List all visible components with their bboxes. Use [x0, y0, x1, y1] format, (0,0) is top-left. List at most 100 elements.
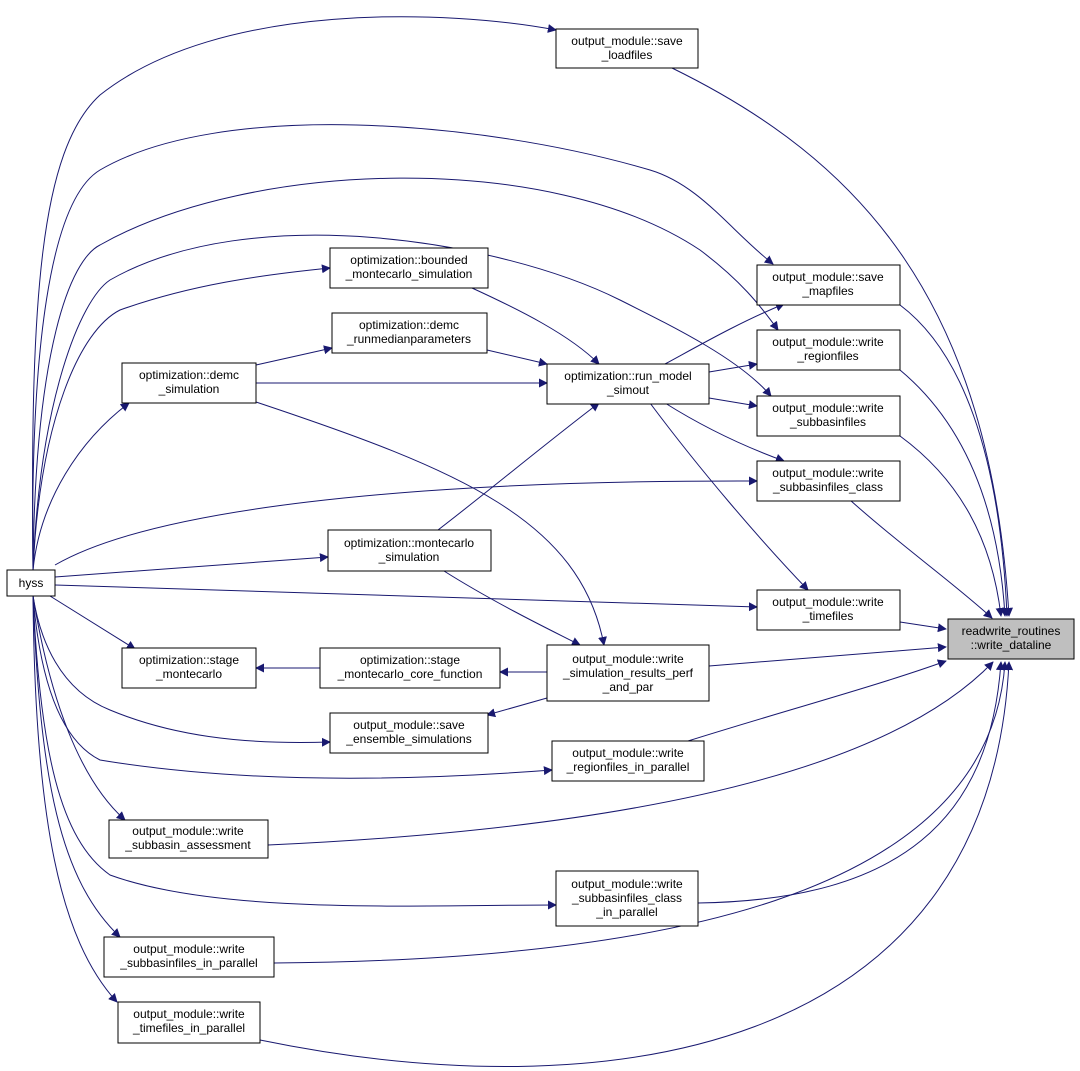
nodes: hyss output_module::save _loadfiles outp…: [6, 28, 1075, 1044]
node-bounded-montecarlo-simulation[interactable]: optimization::bounded _montecarlo_simula…: [329, 247, 489, 289]
edge-hyss-to-bounded-mc: [32, 264, 331, 571]
edge-hyss-to-write-subbasin-assessment: [32, 595, 126, 821]
node-hyss[interactable]: hyss: [6, 569, 56, 597]
node-stage-montecarlo-core-function[interactable]: optimization::stage _montecarlo_core_fun…: [319, 647, 501, 689]
edge-hyss-to-write-sim-results: [32, 595, 331, 747]
node-write-sim-results-label-3: _and_par: [602, 680, 654, 694]
node-write-subbasinfiles-class-par-label-3: _in_parallel: [595, 905, 657, 919]
node-write-subbasinfiles-class-in-parallel[interactable]: output_module::write _subbasinfiles_clas…: [555, 870, 699, 927]
node-write-dataline-label-2: ::write_dataline: [971, 638, 1052, 652]
edge-run-model-to-write-subbasinfiles-class: [664, 402, 785, 463]
node-write-subbasinfiles-in-parallel[interactable]: output_module::write _subbasinfiles_in_p…: [103, 936, 275, 978]
edge-demc-runmedian-to-demc-simulation: [255, 345, 333, 366]
edge-run-model-to-write-regionfiles: [708, 360, 758, 373]
edge-hyss-to-save-mapfiles: [32, 124, 774, 571]
node-save-mapfiles-label-1: output_module::save: [772, 270, 884, 284]
node-run-model-label-1: optimization::run_model: [564, 369, 691, 383]
node-write-timefiles-in-parallel[interactable]: output_module::write _timefiles_in_paral…: [117, 1001, 261, 1044]
edge-hyss-to-write-timefiles-par: [32, 595, 118, 1003]
node-demc-runmedian-label-1: optimization::demc: [359, 318, 459, 332]
edge-hyss-to-write-subbasinfiles-class: [54, 476, 758, 566]
node-write-timefiles-par-label-1: output_module::write: [133, 1007, 245, 1021]
edge-hyss-to-write-subbasinfiles-par: [32, 595, 121, 938]
edges: [32, 16, 1014, 1068]
edge-bounded-mc-to-run-model: [471, 287, 600, 365]
node-write-timefiles[interactable]: output_module::write _timefiles: [756, 589, 901, 631]
edge-hyss-to-demc-simulation: [32, 402, 130, 571]
node-save-mapfiles[interactable]: output_module::save _mapfiles: [756, 264, 901, 306]
node-save-ensemble-label-1: output_module::save: [353, 718, 465, 732]
node-write-subbasinfiles-label-1: output_module::write: [772, 401, 884, 415]
node-save-loadfiles-label-2: _loadfiles: [601, 48, 653, 62]
node-write-subbasinfiles-par-label-1: output_module::write: [133, 942, 245, 956]
edge-hyss-to-save-loadfiles: [32, 16, 557, 571]
edge-hyss-to-write-regionfiles-par: [32, 595, 553, 779]
node-run-model-label-2: _simout: [606, 383, 650, 397]
node-write-subbasinfiles-class-label-2: _subbasinfiles_class: [772, 480, 883, 494]
node-write-subbasinfiles-class-par-label-2: _subbasinfiles_class: [571, 891, 682, 905]
edge-write-subbasinfiles-class-par-to-write-dataline: [697, 661, 1005, 904]
edge-hyss-to-write-timefiles: [54, 584, 758, 612]
node-write-regionfiles-label-1: output_module::write: [772, 335, 884, 349]
node-stage-mc-core-label-2: _montecarlo_core_function: [337, 667, 483, 681]
edge-run-model-to-write-subbasinfiles: [708, 397, 758, 410]
edge-write-subbasinfiles-to-write-dataline: [899, 435, 1005, 617]
node-write-subbasinfiles[interactable]: output_module::write _subbasinfiles: [756, 395, 901, 437]
node-write-sim-results-label-2: _simulation_results_perf: [562, 666, 694, 680]
node-demc-simulation-label-1: optimization::demc: [139, 368, 239, 382]
edge-demc-simulation-to-write-sim-results: [255, 401, 607, 646]
node-write-subbasin-assessment-label-2: _subbasin_assessment: [124, 838, 251, 852]
node-save-loadfiles-label-1: output_module::save: [571, 34, 683, 48]
node-write-regionfiles-label-2: _regionfiles: [796, 349, 858, 363]
edge-write-subbasin-assessment-to-write-dataline: [267, 661, 994, 846]
edge-write-regionfiles-par-to-write-dataline: [687, 659, 947, 742]
node-run-model-simout[interactable]: optimization::run_model _simout: [546, 363, 710, 405]
node-stage-montecarlo-label-1: optimization::stage: [139, 653, 239, 667]
node-save-ensemble-label-2: _ensemble_simulations: [345, 732, 471, 746]
edge-hyss-to-write-subbasinfiles: [32, 234, 772, 571]
node-write-timefiles-label-2: _timefiles: [802, 609, 854, 623]
node-mc-simulation-label-2: _simulation: [378, 550, 440, 564]
node-write-subbasinfiles-par-label-2: _subbasinfiles_in_parallel: [119, 956, 257, 970]
node-write-regionfiles-par-label-1: output_module::write: [572, 746, 684, 760]
node-write-subbasinfiles-class-par-label-1: output_module::write: [571, 877, 683, 891]
edge-save-mapfiles-to-write-dataline: [899, 304, 1012, 617]
node-demc-runmedianparameters[interactable]: optimization::demc _runmedianparameters: [331, 312, 488, 354]
node-save-ensemble-simulations[interactable]: output_module::save _ensemble_simulation…: [329, 712, 489, 754]
node-write-timefiles-label-1: output_module::write: [772, 595, 884, 609]
edge-hyss-to-write-regionfiles: [32, 177, 779, 571]
node-write-subbasinfiles-class-label-1: output_module::write: [772, 466, 884, 480]
edge-run-model-to-save-mapfiles: [664, 302, 785, 365]
node-demc-simulation-label-2: _simulation: [158, 382, 220, 396]
node-stage-montecarlo[interactable]: optimization::stage _montecarlo: [121, 647, 257, 689]
node-write-subbasinfiles-class[interactable]: output_module::write _subbasinfiles_clas…: [756, 460, 901, 502]
node-write-timefiles-par-label-2: _timefiles_in_parallel: [132, 1021, 245, 1035]
node-write-subbasin-assessment-label-1: output_module::write: [132, 824, 244, 838]
node-montecarlo-simulation[interactable]: optimization::montecarlo _simulation: [327, 529, 492, 572]
edge-hyss-to-stage-montecarlo: [49, 595, 136, 650]
edge-write-timefiles-to-write-dataline: [899, 621, 947, 633]
edge-write-timefiles-par-to-write-dataline: [259, 661, 1014, 1068]
node-demc-simulation[interactable]: optimization::demc _simulation: [121, 362, 257, 404]
node-stage-mc-core-label-1: optimization::stage: [360, 653, 460, 667]
edge-hyss-to-mc-simulation: [54, 553, 329, 578]
edge-demc-runmedian-to-run-model: [486, 349, 548, 367]
edge-mc-simulation-to-run-model: [437, 402, 600, 531]
edge-write-subbasinfiles-par-to-write-dataline: [273, 661, 1009, 964]
node-write-regionfiles-in-parallel[interactable]: output_module::write _regionfiles_in_par…: [551, 740, 705, 782]
edge-write-sim-results-to-save-ensemble: [486, 697, 548, 718]
edge-save-loadfiles-to-write-dataline: [671, 67, 1014, 617]
node-write-simulation-results-perf-and-par[interactable]: output_module::write _simulation_results…: [546, 644, 710, 702]
edge-run-model-to-write-timefiles: [649, 402, 809, 591]
node-write-subbasin-assessment[interactable]: output_module::write _subbasin_assessmen…: [108, 819, 269, 859]
edge-write-regionfiles-to-write-dataline: [899, 369, 1010, 617]
node-write-regionfiles[interactable]: output_module::write _regionfiles: [756, 329, 901, 371]
node-hyss-label: hyss: [19, 576, 44, 590]
node-write-dataline[interactable]: readwrite_routines ::write_dataline: [947, 618, 1075, 660]
edge-write-sim-results-to-write-dataline: [708, 643, 947, 667]
node-save-loadfiles[interactable]: output_module::save _loadfiles: [555, 28, 699, 69]
node-mc-simulation-label-1: optimization::montecarlo: [344, 536, 474, 550]
edge-write-subbasinfiles-class-to-write-dataline: [849, 499, 993, 619]
node-stage-montecarlo-label-2: _montecarlo: [155, 667, 222, 681]
